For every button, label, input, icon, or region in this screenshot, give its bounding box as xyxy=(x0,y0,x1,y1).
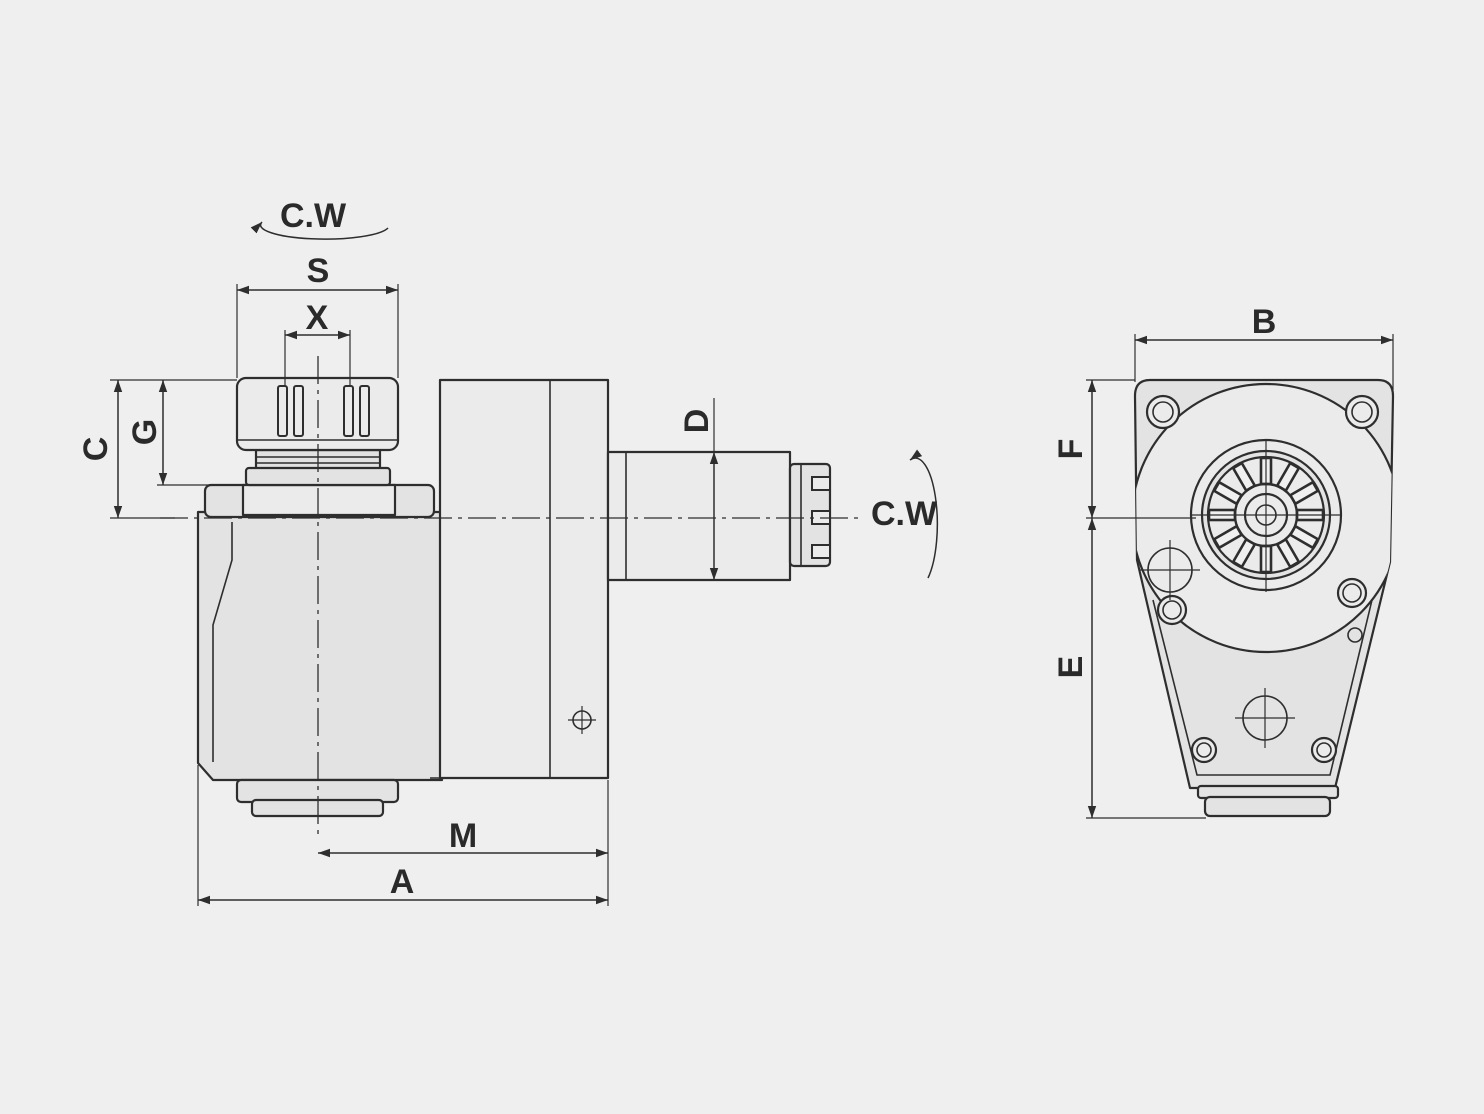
mounting-hole xyxy=(1310,736,1338,764)
locating-hole-upper xyxy=(1140,540,1200,600)
dimension-f: F xyxy=(1052,379,1196,519)
dimension-label-x: X xyxy=(306,299,329,337)
collet-slot xyxy=(277,385,288,437)
body-chamfer-line xyxy=(212,522,233,762)
dimension-label-g: G xyxy=(126,419,164,445)
output-rotation-label: C.W xyxy=(871,495,938,533)
dimension-label-e: E xyxy=(1052,656,1090,679)
spindle-rotation-indicator: C.W xyxy=(250,197,389,240)
dimension-c: C xyxy=(77,379,237,519)
output-collet-slot xyxy=(811,476,831,491)
dimension-d: D xyxy=(678,398,719,580)
dimension-x: X xyxy=(284,299,351,386)
spindle-rotation-label: C.W xyxy=(280,197,347,235)
locating-hole-lower xyxy=(1235,688,1295,748)
central-hub xyxy=(1189,438,1343,592)
dimension-s: S xyxy=(236,252,399,378)
dimension-label-s: S xyxy=(307,252,330,290)
collet-slot xyxy=(359,385,370,437)
crosshair-mark xyxy=(568,706,596,734)
dimension-label-f: F xyxy=(1052,439,1090,460)
dimension-label-b: B xyxy=(1252,303,1277,341)
front-inner-taper-line xyxy=(1152,599,1373,776)
rotation-arrow-arc xyxy=(250,221,389,240)
lower-body xyxy=(196,510,444,782)
mounting-hole xyxy=(1145,394,1181,430)
mounting-hole xyxy=(1344,394,1380,430)
output-shaft xyxy=(606,450,832,582)
collet-slot xyxy=(343,385,354,437)
dimension-b: B xyxy=(1134,303,1394,390)
dimension-label-m: M xyxy=(449,817,477,855)
flange-washer xyxy=(241,483,397,517)
side-view: S X C G D xyxy=(77,197,939,906)
mounting-hole xyxy=(1156,594,1188,626)
dimension-e: E xyxy=(1052,518,1206,819)
output-rotation-indicator: C.W xyxy=(871,449,939,579)
shaft-body xyxy=(606,450,792,582)
dimension-m: M xyxy=(318,780,609,906)
dimension-g: G xyxy=(126,380,240,486)
front-bottom-cap xyxy=(1196,784,1340,818)
mounting-hole xyxy=(1190,736,1218,764)
rotation-arrow-arc xyxy=(909,449,939,579)
dimension-label-a: A xyxy=(390,863,415,901)
dimension-label-c: C xyxy=(77,437,115,462)
vertical-block xyxy=(438,378,610,780)
collet-slot xyxy=(293,385,304,437)
dimension-label-d: D xyxy=(678,409,716,434)
dimension-a: A xyxy=(197,765,608,906)
front-cap-inner xyxy=(1203,795,1332,818)
small-pin-hole xyxy=(1347,627,1363,643)
spindle-flange xyxy=(203,483,436,519)
output-collet-slot xyxy=(811,544,831,559)
mounting-hole xyxy=(1336,577,1368,609)
front-view: B F E xyxy=(1052,303,1395,819)
mounting-holes xyxy=(1145,394,1380,764)
